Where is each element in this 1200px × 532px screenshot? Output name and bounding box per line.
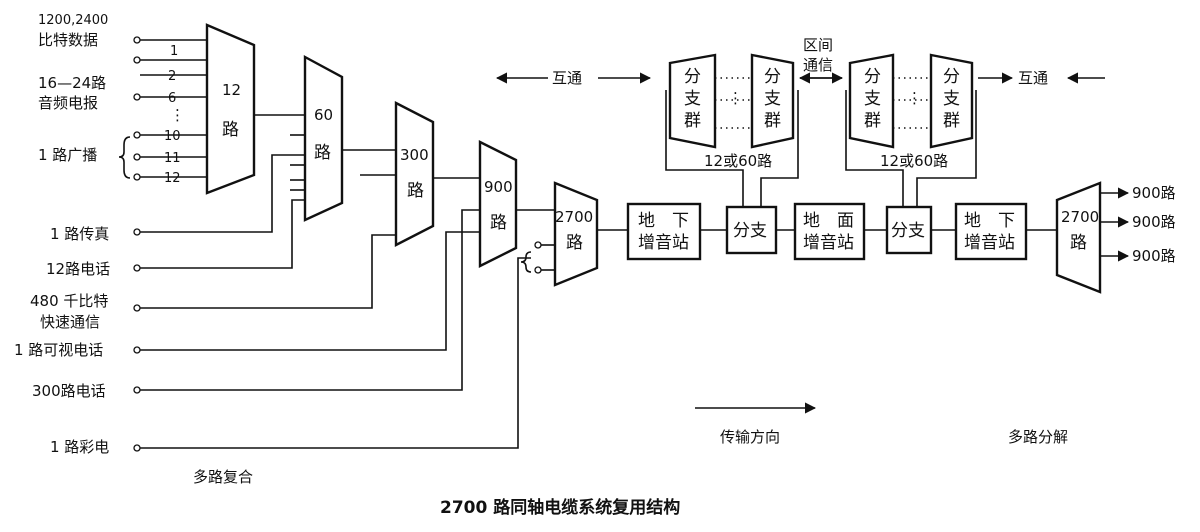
branch-group-1a-c2: 支 (684, 89, 701, 109)
mux-300-unit: 路 (407, 181, 424, 201)
underground-repeater-1 (626, 202, 702, 261)
mux-12-num: 12 (222, 81, 241, 99)
branch-box-2-label: 分支 (891, 221, 925, 241)
branch-capacity-2: 12或60路 (880, 152, 948, 170)
multiplex-label: 多路复合 (193, 468, 253, 486)
demux-2700-unit: 路 (1070, 233, 1087, 253)
direction-label: 传输方向 (720, 428, 780, 446)
branch-group-2a-c2: 支 (864, 89, 881, 109)
underground-repeater-1-line1: 地 下 (638, 211, 689, 231)
input-fax-label: 1 路传真 (50, 225, 109, 243)
demultiplex-label: 多路分解 (1008, 428, 1068, 446)
underground-repeater-2-line1: 地 下 (964, 211, 1015, 231)
feeder-lines (133, 154, 531, 452)
underground-repeater-2-line2: 增音站 (964, 233, 1015, 253)
branch-group-2a-c1: 分 (864, 67, 881, 87)
demux-2700 (1055, 181, 1102, 294)
mux-300-num: 300 (400, 146, 429, 164)
channel-number-1: 1 (170, 44, 178, 59)
channel-number-10: 10 (164, 129, 181, 144)
branch-group-2-links: ⋮ (845, 77, 977, 207)
input-fast-rate-label: 480 千比特 (30, 292, 108, 310)
diagram-title: 2700 路同轴电缆系统复用结构 (440, 497, 680, 518)
branch-group-1b-c3: 群 (764, 111, 781, 131)
branch-group-2b-c3: 群 (943, 111, 960, 131)
input-phone12-label: 12路电话 (46, 260, 110, 278)
underground-repeater-2 (954, 202, 1028, 261)
surface-repeater (793, 202, 866, 261)
branch-group-2b-c1: 分 (943, 67, 960, 87)
branch-group-2a (848, 53, 895, 149)
input-videophone-label: 1 路可视电话 (14, 341, 103, 359)
branch-capacity-1: 12或60路 (704, 152, 772, 170)
input-color-tv-label: 1 路彩电 (50, 438, 109, 456)
branch-group-1b-c2: 支 (764, 89, 781, 109)
branch-group-1a-c3: 群 (684, 111, 701, 131)
section-comm-line1: 区间 (803, 36, 833, 54)
underground-repeater-1-line2: 增音站 (638, 233, 689, 253)
mux-2700-unit: 路 (566, 233, 583, 253)
mux-900-num: 900 (484, 178, 513, 196)
branch-group-1b-c1: 分 (764, 67, 781, 87)
output-label-2: 900路 (1132, 213, 1176, 231)
branch-group-2b (929, 53, 974, 149)
mux-60 (303, 54, 344, 222)
branch-group-2a-c3: 群 (864, 111, 881, 131)
mux-12 (205, 23, 256, 195)
channel-number-11: 11 (164, 151, 181, 166)
surface-repeater-line1: 地 面 (803, 211, 854, 231)
output-label-3: 900路 (1132, 247, 1176, 265)
svg-text:⋮: ⋮ (907, 89, 922, 107)
branch-box-1-label: 分支 (733, 221, 767, 241)
svg-text:⋮: ⋮ (728, 89, 743, 107)
branch-group-1b (750, 53, 795, 149)
output-label-1: 900路 (1132, 184, 1176, 202)
branch-group-2b-c2: 支 (943, 89, 960, 109)
mux-2700-num: 2700 (555, 208, 593, 226)
branch-box-2 (885, 205, 933, 255)
mux-60-num: 60 (314, 106, 333, 124)
mux60-extra-inputs (290, 134, 305, 191)
interconnect-right-label: 互通 (1018, 69, 1048, 87)
channel-number-12: 12 (164, 171, 181, 186)
input-telegraph-count-label: 16—24路 (38, 74, 106, 92)
mux-300 (394, 101, 435, 247)
input-phone300-label: 300路电话 (32, 382, 106, 400)
interconnect-left-label: 互通 (552, 69, 582, 87)
branch-group-1-links: ⋮ (665, 77, 799, 207)
input-data-label: 比特数据 (38, 31, 98, 49)
input-telegraph-label: 音频电报 (38, 94, 98, 112)
channel-dots: ⋮ (170, 106, 185, 124)
mux-900-unit: 路 (490, 213, 507, 233)
mux-12-unit: 路 (222, 120, 239, 140)
input-fast-label: 快速通信 (40, 313, 100, 331)
demux-2700-num: 2700 (1061, 208, 1099, 226)
input-data-rate-label: 1200,2400 (38, 13, 108, 28)
surface-repeater-line2: 增音站 (803, 233, 854, 253)
section-comm-line2: 通信 (803, 56, 833, 74)
input-lines (133, 36, 207, 181)
input-broadcast-label: 1 路广播 (38, 146, 97, 164)
channel-number-2: 2 (168, 69, 176, 84)
mux-900 (478, 140, 518, 268)
mux2700-brace (520, 251, 532, 273)
branch-group-1a (668, 53, 717, 149)
mux-60-unit: 路 (314, 143, 331, 163)
branch-group-1a-c1: 分 (684, 67, 701, 87)
broadcast-brace (118, 136, 131, 179)
channel-number-6: 6 (168, 91, 176, 106)
mux-2700 (553, 181, 599, 287)
